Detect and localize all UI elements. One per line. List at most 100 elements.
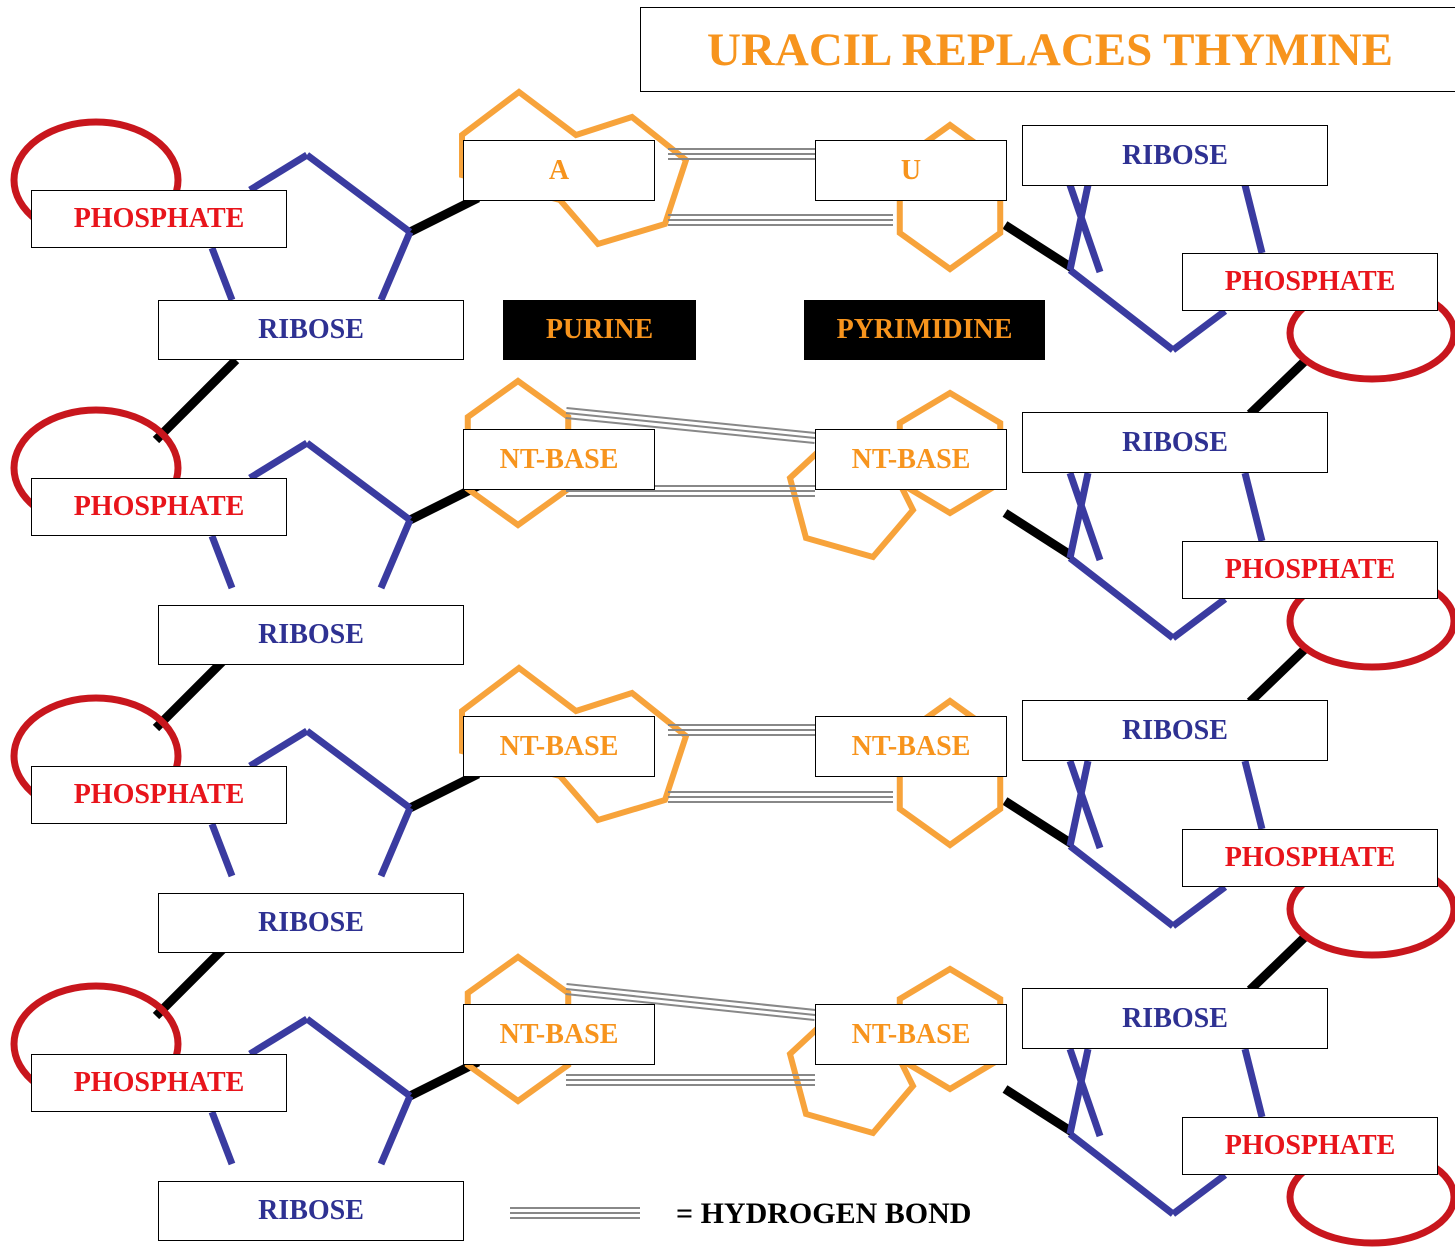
ribose-label: RIBOSE — [258, 1195, 364, 1226]
hydrogen-bond-icon — [510, 1207, 640, 1219]
base-label-box: A — [463, 140, 655, 201]
ribose-label-box: RIBOSE — [1022, 125, 1328, 186]
ribose-label-box: RIBOSE — [158, 893, 464, 953]
purine-label-box: PURINE — [503, 300, 696, 360]
ribose-edge — [1067, 843, 1176, 929]
backbone-link — [152, 356, 240, 444]
ribose-edge — [1170, 884, 1228, 929]
phosphate-label: PHOSPHATE — [73, 491, 245, 522]
phosphate-label-box: PHOSPHATE — [1182, 1117, 1438, 1175]
ribose-edge — [248, 728, 309, 769]
ribose-edge — [208, 246, 236, 302]
base-label: NT-BASE — [851, 1018, 971, 1050]
ribose-edge — [1241, 184, 1266, 254]
phosphate-label-box: PHOSPHATE — [31, 766, 287, 824]
base-label-box: U — [815, 140, 1007, 201]
ribose-label: RIBOSE — [1122, 139, 1228, 171]
pyrimidine-label-box: PYRIMIDINE — [804, 300, 1045, 360]
ribose-edge — [1170, 308, 1228, 353]
ribose-edge — [1241, 1048, 1266, 1118]
pyrimidine-ring — [464, 377, 572, 529]
glycosidic-bond — [1002, 797, 1075, 848]
phosphate-label: PHOSPHATE — [73, 779, 245, 810]
title-box: URACIL REPLACES THYMINE — [640, 7, 1455, 92]
ribose-label: RIBOSE — [1122, 1002, 1228, 1034]
ribose-edge — [377, 518, 414, 590]
ribose-edge — [248, 1016, 309, 1057]
purine-ring — [896, 389, 1004, 517]
backbone-link — [1246, 356, 1310, 418]
phosphate-label: PHOSPHATE — [1224, 554, 1396, 585]
pyrimidine-ring — [464, 953, 572, 1105]
ribose-edge — [1066, 184, 1092, 271]
base-label: NT-BASE — [499, 443, 619, 475]
phosphate-label-box: PHOSPHATE — [31, 1054, 287, 1112]
phosphate-label: PHOSPHATE — [1224, 266, 1396, 297]
ribose-label: RIBOSE — [258, 314, 364, 345]
ribose-edge — [1066, 471, 1104, 562]
ribose-edge — [1066, 472, 1092, 559]
base-label: U — [900, 154, 922, 186]
ribose-edge — [1066, 759, 1104, 850]
hydrogen-bond-line — [565, 988, 816, 1016]
base-label: NT-BASE — [851, 443, 971, 475]
glycosidic-bond — [1002, 1085, 1075, 1136]
ribose-edge — [1170, 596, 1228, 641]
ribose-edge — [248, 440, 309, 481]
ribose-edge — [208, 534, 236, 590]
phosphate-label-box: PHOSPHATE — [31, 478, 287, 536]
glycosidic-bond — [407, 769, 481, 813]
glycosidic-bond — [407, 193, 481, 237]
base-label: NT-BASE — [499, 730, 619, 762]
phosphate-label-box: PHOSPHATE — [1182, 829, 1438, 887]
ribose-edge — [1066, 1048, 1092, 1135]
ribose-edge — [377, 230, 414, 302]
ribose-edge — [304, 728, 413, 811]
glycosidic-bond — [1002, 221, 1075, 272]
base-label-box: NT-BASE — [815, 1004, 1007, 1065]
ribose-label-box: RIBOSE — [158, 300, 464, 360]
base-label: A — [548, 154, 570, 186]
base-label-box: NT-BASE — [463, 716, 655, 777]
ribose-edge — [1067, 555, 1176, 641]
base-label-box: NT-BASE — [463, 1004, 655, 1065]
ribose-edge — [304, 1016, 413, 1099]
ribose-label: RIBOSE — [1122, 426, 1228, 458]
ribose-edge — [1067, 1131, 1176, 1217]
pyrimidine-label: PYRIMIDINE — [836, 314, 1013, 345]
backbone-link — [1246, 644, 1310, 706]
ribose-edge — [1066, 1047, 1104, 1138]
phosphate-label-box: PHOSPHATE — [31, 190, 287, 248]
hydrogen-bond-layer — [565, 148, 893, 1086]
purine-ring — [896, 965, 1004, 1093]
hydrogen-bond-line — [566, 983, 816, 1012]
ribose-edge — [1066, 183, 1104, 274]
base-label: NT-BASE — [499, 1018, 619, 1050]
hydrogen-bond-line — [565, 412, 816, 439]
phosphate-label: PHOSPHATE — [73, 1067, 245, 1098]
ribose-label-box: RIBOSE — [158, 1181, 464, 1241]
phosphate-label-box: PHOSPHATE — [1182, 253, 1438, 311]
ribose-edge — [377, 806, 414, 878]
ribose-label: RIBOSE — [1122, 714, 1228, 746]
ribose-label-box: RIBOSE — [1022, 988, 1328, 1049]
ribose-edge — [1241, 472, 1266, 542]
glycosidic-bond — [1002, 509, 1075, 560]
hydrogen-bond-line — [565, 416, 815, 444]
ribose-edge — [1170, 1172, 1228, 1217]
ribose-label: RIBOSE — [258, 619, 364, 650]
ribose-edge — [248, 152, 309, 193]
hydrogen-bond-line — [566, 407, 816, 435]
backbone-link — [1246, 932, 1310, 994]
ribose-edge — [208, 822, 236, 878]
ribose-edge — [1241, 760, 1266, 830]
ribose-edge — [377, 1094, 414, 1166]
phosphate-label: PHOSPHATE — [1224, 1130, 1396, 1161]
legend-label: = HYDROGEN BOND — [676, 1197, 972, 1230]
ribose-edge — [208, 1110, 236, 1166]
ribose-edge — [1067, 267, 1176, 353]
ribose-label-box: RIBOSE — [158, 605, 464, 665]
base-label-box: NT-BASE — [815, 429, 1007, 490]
ribose-label-box: RIBOSE — [1022, 412, 1328, 473]
base-label: NT-BASE — [851, 730, 971, 762]
